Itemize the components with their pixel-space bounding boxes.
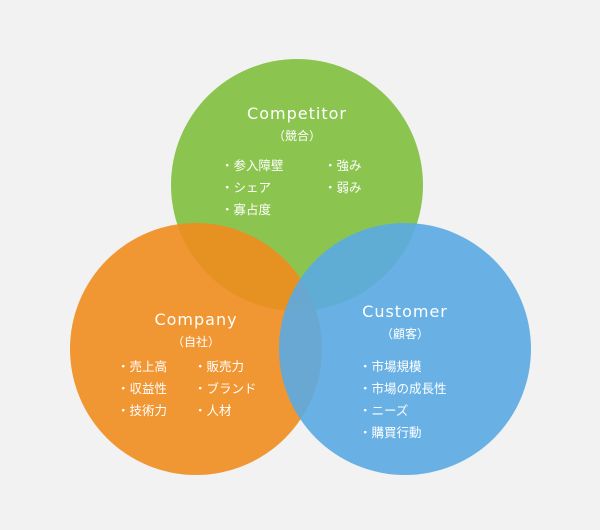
- company-item: 販売力: [194, 356, 257, 378]
- company-items-left: 売上高 収益性 技術力: [117, 356, 168, 422]
- competitor-item: 弱み: [324, 177, 362, 199]
- company-item: 技術力: [117, 400, 168, 422]
- company-items-right: 販売力 ブランド 人材: [194, 356, 257, 422]
- competitor-items-left: 参入障壁 シェア 寡占度: [221, 155, 284, 221]
- competitor-subtitle: （競合）: [272, 129, 321, 143]
- company-item: ブランド: [194, 378, 257, 400]
- competitor-items-right: 強み 弱み: [324, 155, 362, 199]
- customer-item: 市場の成長性: [359, 378, 447, 400]
- company-item: 人材: [194, 400, 257, 422]
- company-subtitle: （自社）: [171, 335, 220, 349]
- competitor-item: 参入障壁: [221, 155, 284, 177]
- competitor-title: Competitor: [247, 104, 347, 123]
- customer-items: 市場規模 市場の成長性 ニーズ 購買行動: [359, 356, 447, 444]
- competitor-item: 寡占度: [221, 199, 284, 221]
- customer-circle: [279, 223, 531, 475]
- customer-item: 購買行動: [359, 422, 447, 444]
- customer-item: ニーズ: [359, 400, 447, 422]
- company-label: Company （自社）: [96, 310, 296, 350]
- customer-subtitle: （顧客）: [380, 327, 429, 341]
- customer-item: 市場規模: [359, 356, 447, 378]
- customer-label: Customer （顧客）: [305, 302, 505, 342]
- customer-title: Customer: [362, 302, 448, 321]
- company-title: Company: [154, 310, 238, 329]
- competitor-item: 強み: [324, 155, 362, 177]
- competitor-item: シェア: [221, 177, 284, 199]
- company-item: 売上高: [117, 356, 168, 378]
- competitor-label: Competitor （競合）: [197, 104, 397, 144]
- company-item: 収益性: [117, 378, 168, 400]
